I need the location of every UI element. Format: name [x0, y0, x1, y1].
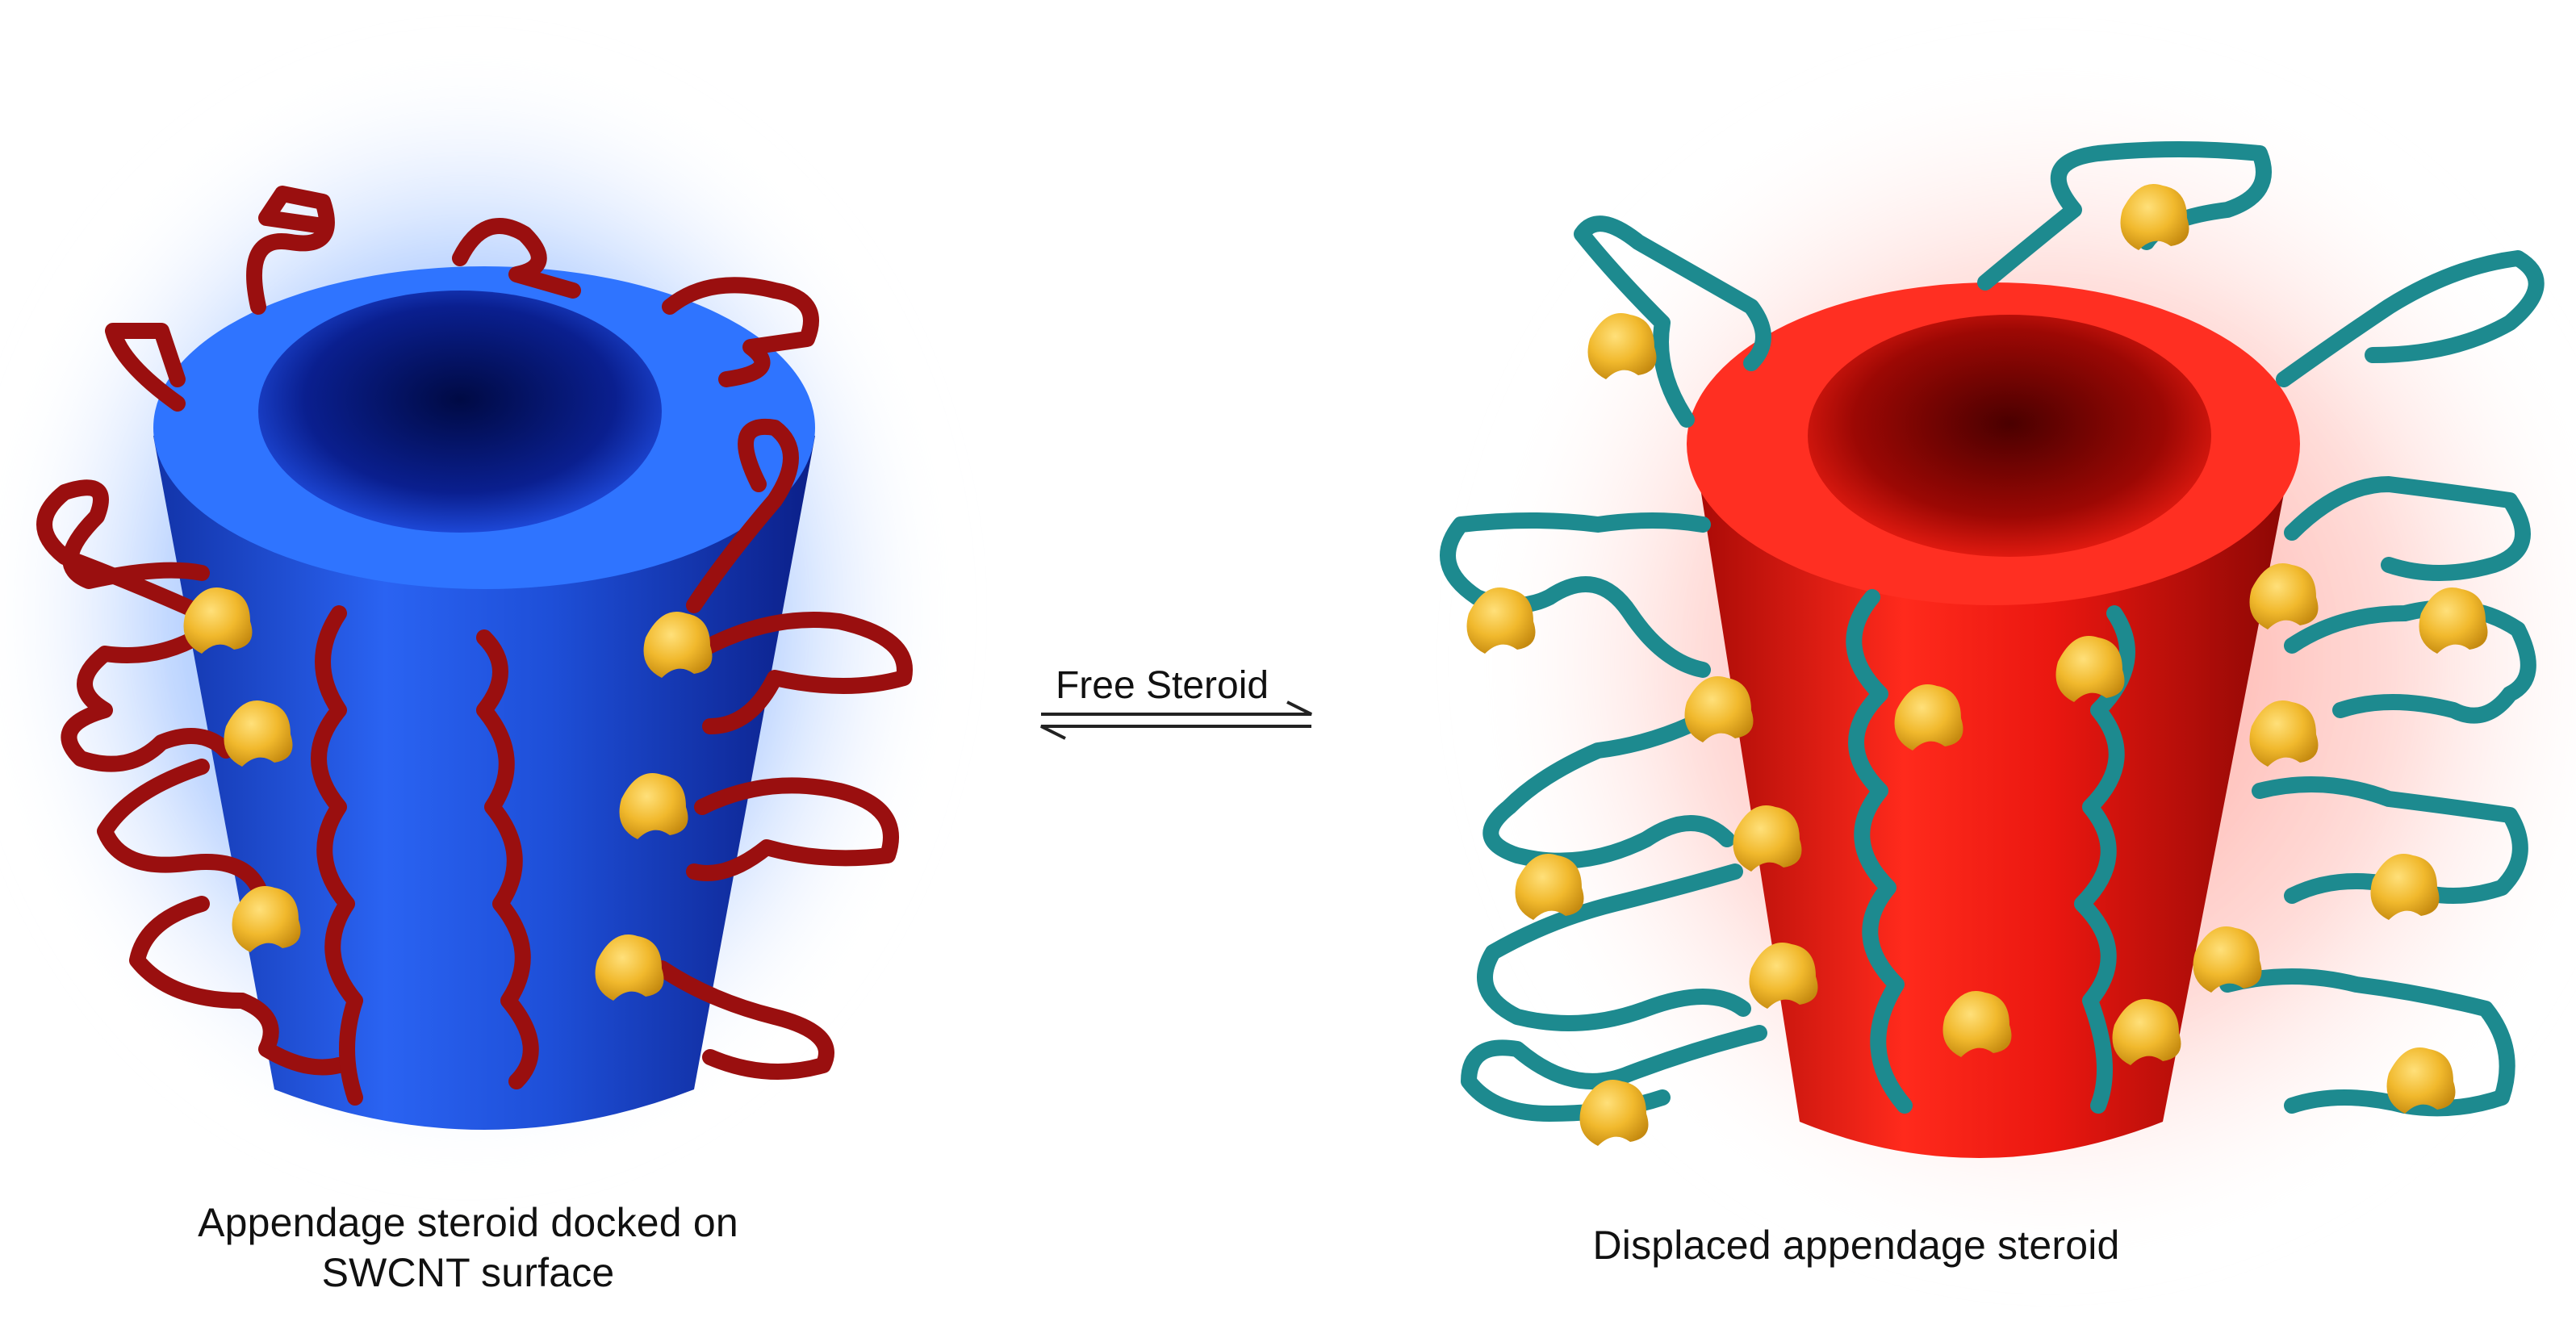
steroid-molecule: [2193, 926, 2262, 993]
steroid-molecule: [619, 773, 688, 839]
polymer-chain: [105, 323, 186, 412]
steroid-molecule: [595, 934, 664, 1001]
equilibrium-arrows: [1040, 700, 1312, 740]
steroid-molecule: [1579, 1080, 1649, 1146]
steroid-molecule: [1515, 854, 1584, 920]
steroid-molecule: [2120, 184, 2189, 250]
polymer-chain: [1574, 215, 1771, 428]
steroid-molecules: [183, 587, 713, 1001]
polymer-chain: [1440, 512, 1711, 678]
steroid-molecule: [643, 612, 713, 678]
polymer-chain: [61, 621, 234, 772]
steroid-molecule: [1942, 991, 2012, 1057]
right-caption: Displaced appendage steroid: [1592, 1223, 2120, 1268]
polymer-chain: [1846, 589, 1913, 1114]
reverse-arrow: [1040, 725, 1311, 740]
polymer-chain: [476, 629, 539, 1089]
polymer-chain: [1477, 863, 1751, 1031]
steroid-molecule: [1749, 943, 1818, 1009]
red-nanotube-body: [1695, 452, 2292, 1158]
polymer-chain: [2284, 600, 2536, 724]
forward-arrow: [1041, 700, 1312, 716]
steroid-molecule: [1684, 676, 1754, 742]
polymer-chain: [2284, 476, 2531, 581]
polymer-chain: [2276, 250, 2545, 387]
steroid-molecule: [2112, 999, 2181, 1065]
polymer-chain: [686, 777, 899, 881]
polymer-chain: [246, 186, 335, 315]
polymer-chain: [36, 479, 210, 621]
right-panel-displaced: [1440, 48, 2576, 1275]
steroid-molecule: [2055, 636, 2125, 702]
polymer-chain: [452, 218, 581, 299]
steroid-molecule: [224, 700, 293, 767]
steroid-molecule: [232, 886, 301, 952]
steroid-molecule: [183, 587, 253, 654]
polymer-chain: [2074, 605, 2135, 1114]
steroid-molecule: [2249, 700, 2319, 767]
polymer-chain: [654, 960, 834, 1080]
steroid-molecules: [1466, 184, 2488, 1146]
polymer-chain: [1461, 1025, 1767, 1122]
polymer-chain: [129, 896, 347, 1076]
left-caption-line2: SWCNT surface: [321, 1250, 615, 1295]
steroid-molecule: [1587, 313, 1657, 379]
left-caption-line1: Appendage steroid docked on: [198, 1200, 738, 1245]
red-polymer-chains: [36, 186, 913, 1106]
polymer-chain: [686, 418, 799, 613]
left-caption: Appendage steroid docked on SWCNT surfac…: [97, 1198, 839, 1298]
left-panel-docked: [0, 48, 952, 1178]
red-nanotube-opening: [1808, 315, 2211, 557]
steroid-molecule: [2386, 1047, 2456, 1114]
polymer-chain: [702, 612, 913, 734]
polymer-chain: [662, 277, 819, 387]
polymer-chain: [1482, 702, 1735, 869]
polymer-chain: [311, 605, 363, 1106]
equilibrium-label: Free Steroid: [1055, 664, 1269, 707]
blue-nanotube-opening: [258, 291, 662, 533]
steroid-molecule: [1733, 805, 1802, 872]
steroid-molecule: [2419, 587, 2488, 654]
steroid-molecule: [1894, 684, 1963, 750]
steroid-molecule: [2370, 854, 2440, 920]
steroid-molecule: [1466, 587, 1536, 654]
polymer-chain: [1977, 141, 2272, 291]
polymer-chain: [97, 759, 266, 896]
teal-polymer-chains: [1440, 141, 2545, 1122]
steroid-molecule: [2249, 563, 2319, 629]
